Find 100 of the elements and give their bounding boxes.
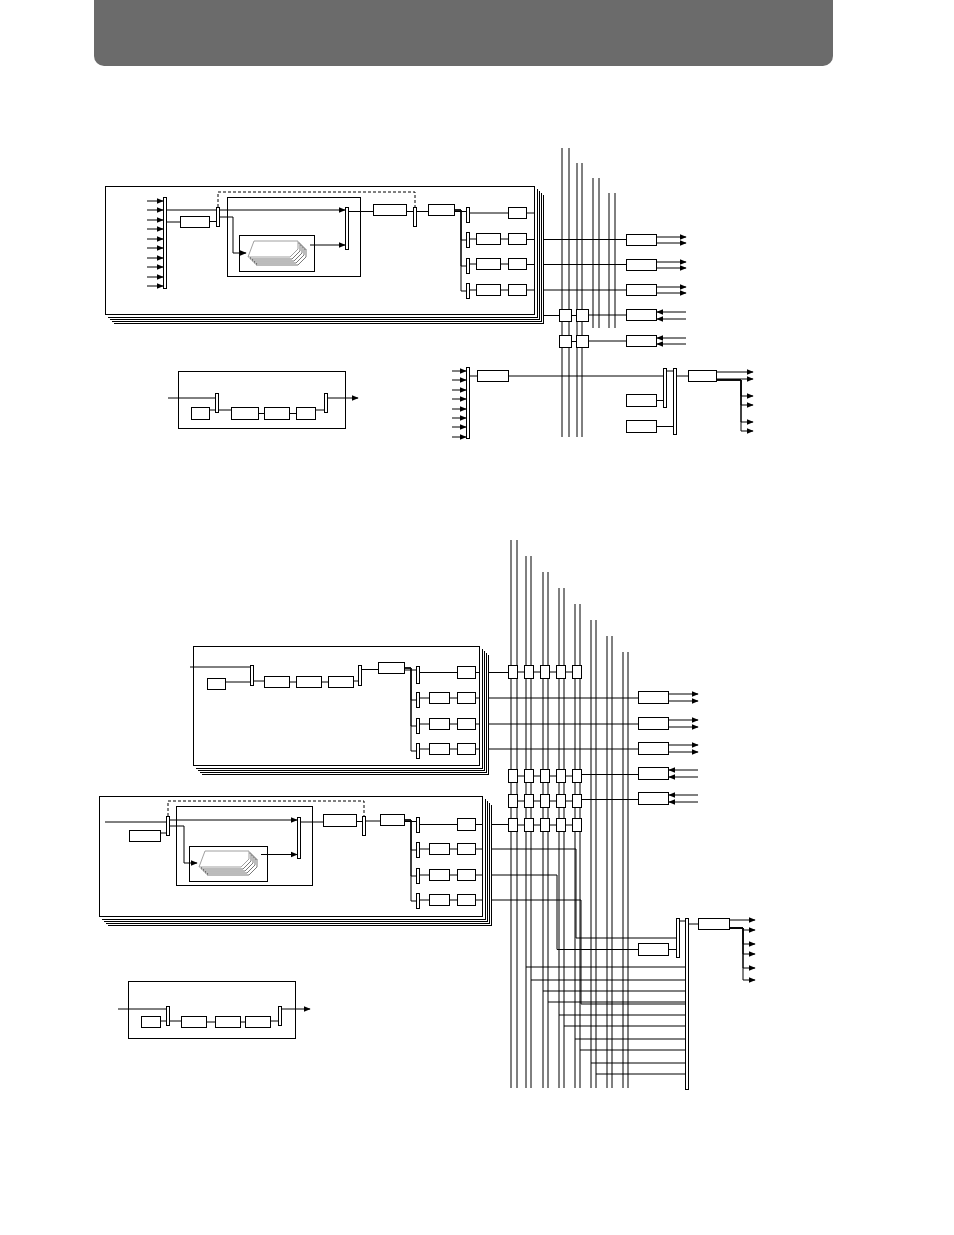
process-box [572, 769, 582, 783]
arrow [451, 406, 467, 412]
bus-bar [416, 666, 420, 684]
signal-line [517, 824, 525, 826]
signal-line [160, 1020, 167, 1022]
signal-line [588, 314, 627, 316]
process-box [638, 792, 669, 805]
bus-bar [673, 368, 677, 435]
process-box [429, 718, 450, 730]
process-box [556, 818, 566, 832]
signal-line [449, 723, 458, 725]
signal-line [526, 289, 627, 291]
signal-line [253, 680, 265, 682]
signal-line [104, 821, 167, 823]
signal-line [549, 775, 557, 777]
process-box [572, 794, 582, 808]
arrow [260, 851, 298, 858]
signal-line [117, 1008, 167, 1010]
signal-line [656, 426, 674, 427]
signal-line [449, 874, 458, 876]
signal-line [419, 723, 430, 725]
signal-line [517, 671, 525, 673]
signal-line [526, 264, 627, 265]
signal-line [356, 821, 363, 822]
signal-line [315, 409, 325, 411]
signal-line [353, 680, 359, 682]
signal-line [419, 899, 430, 901]
arrow [668, 774, 699, 780]
signal-line [517, 775, 525, 777]
signal-line [404, 819, 417, 902]
process-box [429, 869, 450, 881]
signal-line [475, 848, 677, 939]
process-box [556, 665, 566, 679]
arrow [146, 207, 164, 213]
arrow [146, 274, 164, 280]
process-box [524, 769, 534, 783]
process-box [508, 665, 518, 679]
process-box [476, 233, 501, 245]
signal-line [469, 263, 477, 265]
arrow [146, 283, 164, 289]
process-box [207, 678, 226, 690]
signal-line [533, 800, 541, 802]
signal-line [218, 409, 232, 411]
process-box [429, 743, 450, 755]
signal-line [419, 672, 458, 673]
bus-bar [676, 918, 680, 958]
bus-bar [416, 817, 420, 833]
signal-line [270, 1020, 279, 1022]
arrow [656, 259, 687, 265]
arrow [219, 216, 247, 256]
signal-line [549, 824, 557, 826]
process-box [429, 692, 450, 704]
bus-bar [250, 665, 254, 686]
signal-line [404, 669, 417, 671]
arrow [668, 724, 699, 730]
bus-bar [416, 868, 420, 884]
process-box [556, 794, 566, 808]
panel-frame [189, 846, 268, 882]
arrow [219, 207, 346, 213]
process-box [328, 676, 354, 688]
process-box [141, 1016, 161, 1028]
process-box [508, 818, 518, 832]
process-box [638, 717, 669, 730]
panel-frame [178, 371, 346, 429]
arrow [146, 217, 164, 223]
signal-line [517, 800, 525, 802]
signal-line [581, 799, 639, 800]
process-box [429, 843, 450, 855]
process-box [688, 370, 717, 382]
signal-line [500, 238, 509, 240]
signal-line [581, 774, 639, 775]
arrow [668, 767, 699, 773]
arrow [716, 376, 754, 382]
arrow [656, 234, 687, 240]
bus-bar [297, 817, 301, 859]
process-box [638, 943, 669, 956]
arrow [656, 240, 687, 246]
signal-line [469, 289, 477, 291]
process-box [457, 894, 476, 906]
signal-line [475, 723, 639, 725]
panel-frame [176, 806, 313, 886]
process-box [638, 767, 669, 780]
signal-line [475, 899, 686, 1005]
process-box [626, 284, 657, 296]
signal-line [167, 800, 365, 817]
bus-bar [416, 692, 420, 708]
process-box [457, 869, 476, 881]
arrow [716, 379, 754, 434]
process-box [508, 794, 518, 808]
arrow [668, 742, 699, 748]
process-box [508, 284, 527, 296]
arrow [281, 1006, 311, 1012]
bus-bar [163, 197, 167, 289]
process-box [556, 769, 566, 783]
process-box [626, 259, 657, 271]
panel-frame [227, 197, 361, 277]
process-box [428, 204, 455, 216]
arrow [146, 198, 164, 204]
process-box [264, 676, 290, 688]
process-box [129, 830, 161, 842]
